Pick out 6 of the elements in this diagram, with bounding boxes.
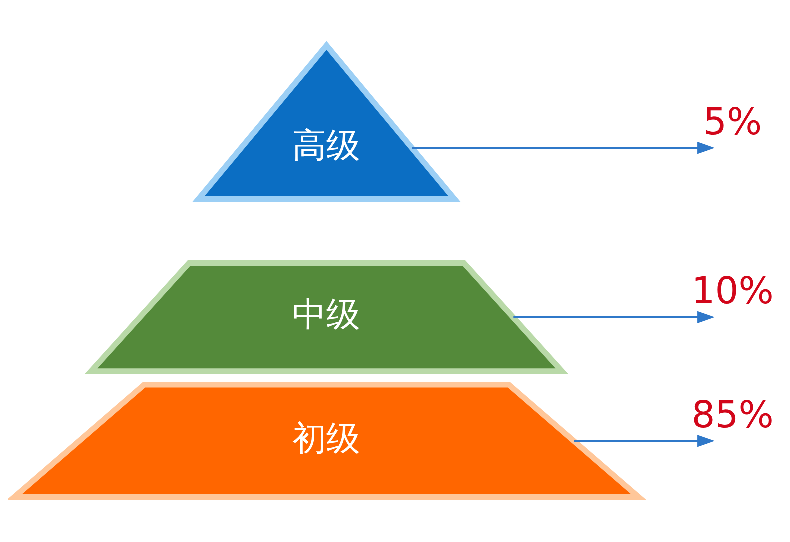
arrow	[514, 310, 715, 323]
arrow	[574, 434, 715, 447]
arrow	[412, 142, 715, 154]
node-text: 10%	[692, 269, 774, 312]
node-text: 5%	[704, 100, 762, 143]
node-text: 85%	[692, 392, 774, 436]
